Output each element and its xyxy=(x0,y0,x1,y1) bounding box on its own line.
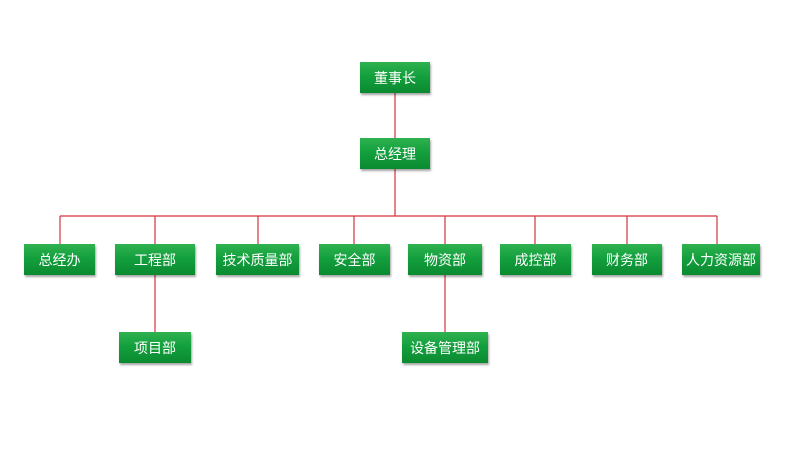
sub-box-equipment-management: 设备管理部 xyxy=(402,332,488,363)
chairman-box: 董事长 xyxy=(360,62,430,93)
dept-box-hr: 人力资源部 xyxy=(682,244,760,275)
dept-box-tech-quality: 技术质量部 xyxy=(216,244,299,275)
dept-box-general-office: 总经办 xyxy=(24,244,95,275)
dept-box-finance: 财务部 xyxy=(592,244,662,275)
dept-box-engineering: 工程部 xyxy=(115,244,195,275)
dept-box-cost-control: 成控部 xyxy=(500,244,571,275)
sub-box-project: 项目部 xyxy=(119,332,191,363)
general-manager-box: 总经理 xyxy=(360,138,430,169)
dept-box-materials: 物资部 xyxy=(408,244,482,275)
dept-box-safety: 安全部 xyxy=(319,244,390,275)
